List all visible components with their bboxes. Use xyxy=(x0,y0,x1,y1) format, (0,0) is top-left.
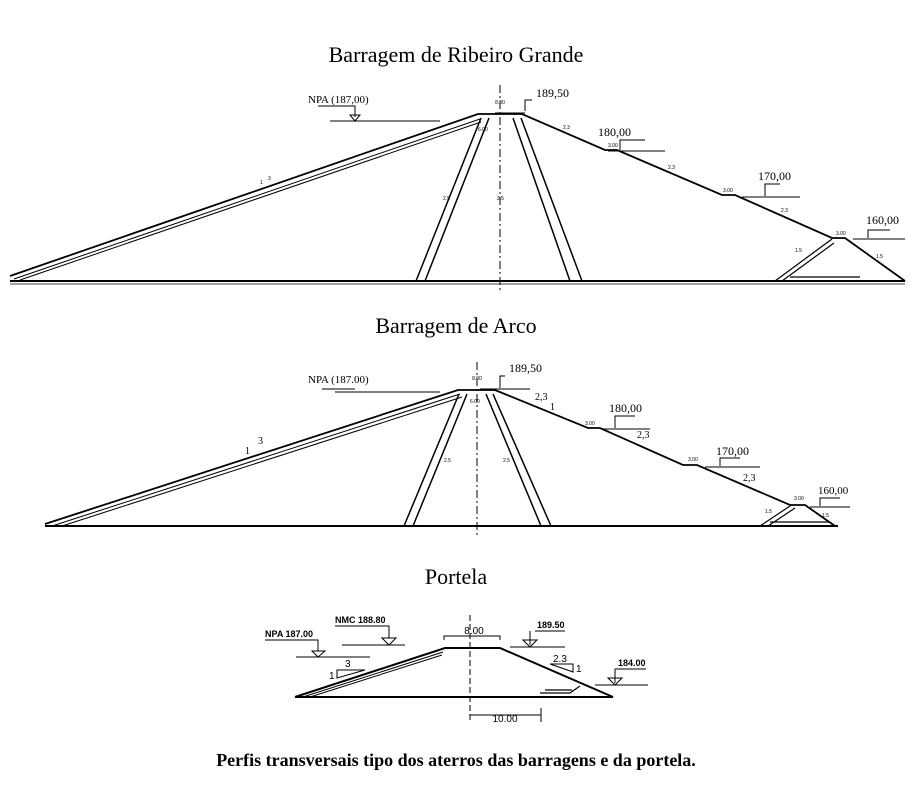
crest-elevation: 189,50 xyxy=(509,361,542,375)
core-slope-right: 2.5 xyxy=(503,458,510,464)
water-level-icon xyxy=(265,639,370,658)
arco-section: Barragem de Arco NPA (187.00) 189,50 8.0… xyxy=(44,313,850,535)
toe-drain xyxy=(759,505,830,527)
down-slope-v: 1 xyxy=(550,402,555,413)
berm-width-2: 3.00 xyxy=(688,457,698,463)
down-slope-2: 2,3 xyxy=(637,430,650,441)
up-slope-v: 1 xyxy=(245,446,250,457)
toe-slope-left: 1.5 xyxy=(795,248,802,254)
figure-caption: Perfis transversais tipo dos aterros das… xyxy=(216,750,696,770)
up-slope-v: 1 xyxy=(329,671,335,682)
npa-label: NPA 187.00 xyxy=(265,629,313,639)
down-slope: 2,3 xyxy=(535,392,548,403)
core-filters xyxy=(403,393,552,527)
elev-170: 170,00 xyxy=(758,169,791,183)
elev-180: 180,00 xyxy=(598,125,631,139)
toe-drain xyxy=(774,238,860,282)
elevation-marker-icon xyxy=(810,497,850,508)
toe-slope-right: 1.5 xyxy=(822,513,829,519)
elevation-marker-icon xyxy=(495,99,532,114)
portela-section: Portela 8.00 10.00 NPA 187.00 NMC 188.80… xyxy=(265,564,648,725)
down-slope: 2.3 xyxy=(563,125,570,131)
crest-width: 8.00 xyxy=(495,100,505,106)
elevation-marker-icon xyxy=(853,229,905,240)
elevation-marker-icon xyxy=(480,375,530,390)
base-dimension xyxy=(470,708,542,722)
crest-width: 8.00 xyxy=(472,376,482,382)
down-slope-v: 1 xyxy=(576,664,582,675)
core-slope-left: 2.5 xyxy=(444,458,451,464)
core-slope-right: 2.5 xyxy=(497,196,504,202)
base-offset: 10.00 xyxy=(492,714,517,725)
berm-width: 3.00 xyxy=(608,143,618,149)
down-slope: 2.3 xyxy=(553,654,567,665)
upstream-protection xyxy=(51,393,463,527)
elev-184: 184.00 xyxy=(618,658,646,668)
upstream-protection xyxy=(302,651,444,698)
elevation-marker-icon xyxy=(608,139,665,152)
elev-170: 170,00 xyxy=(716,444,749,458)
npa-label: NPA (187,00) xyxy=(308,94,369,106)
ribeiro-title: Barragem de Ribeiro Grande xyxy=(329,42,584,67)
crest-dimension xyxy=(443,635,501,640)
core-slope-left: 2.5 xyxy=(443,196,450,202)
core-top-width: 6.00 xyxy=(478,127,488,133)
up-slope-h: 3 xyxy=(258,436,263,447)
portela-title: Portela xyxy=(425,564,488,589)
elev-160: 160,00 xyxy=(866,213,899,227)
elevation-marker-icon xyxy=(742,183,800,198)
water-level-icon xyxy=(318,105,440,122)
toe-drain xyxy=(540,685,581,694)
npa-label: NPA (187.00) xyxy=(308,374,369,386)
core-top-width: 6.00 xyxy=(470,399,480,405)
water-level-icon xyxy=(322,388,440,393)
core-filters xyxy=(415,117,583,282)
crest-elevation: 189,50 xyxy=(536,86,569,100)
berm-width-3: 3.00 xyxy=(836,231,846,237)
downstream-slope-triangle xyxy=(549,663,574,673)
up-slope-h: 3 xyxy=(345,659,351,670)
crest-elevation: 189.50 xyxy=(537,620,565,630)
water-level-icon xyxy=(335,625,405,646)
berm-width-3: 3.00 xyxy=(794,496,804,502)
elev-180: 180,00 xyxy=(609,401,642,415)
up-slope-v: 1 xyxy=(260,180,263,186)
elev-160: 160,00 xyxy=(818,485,849,497)
berm-width-2: 3.00 xyxy=(723,188,733,194)
upstream-slope-triangle xyxy=(336,669,366,679)
elevation-marker-icon xyxy=(510,630,565,648)
elevation-marker-icon xyxy=(705,457,760,468)
elevation-marker-icon xyxy=(595,668,648,686)
toe-slope-left: 1.5 xyxy=(765,509,772,515)
upstream-protection xyxy=(13,118,482,281)
up-slope-h: 3 xyxy=(268,176,271,182)
down-slope-3: 2.3 xyxy=(781,208,788,214)
arco-title: Barragem de Arco xyxy=(375,313,536,338)
elevation-marker-icon xyxy=(603,415,650,430)
down-slope-3: 2,3 xyxy=(743,473,756,484)
down-slope-2: 2.3 xyxy=(668,165,675,171)
berm-width: 3.00 xyxy=(585,421,595,427)
ribeiro-grande-section: Barragem de Ribeiro Grande NPA (187,00) … xyxy=(9,42,906,290)
embankment-outline xyxy=(44,389,836,527)
nmc-label: NMC 188.80 xyxy=(335,615,386,625)
crest-width: 8.00 xyxy=(464,626,484,637)
embankment-outline xyxy=(294,647,614,698)
toe-slope-right: 1.5 xyxy=(876,254,883,260)
